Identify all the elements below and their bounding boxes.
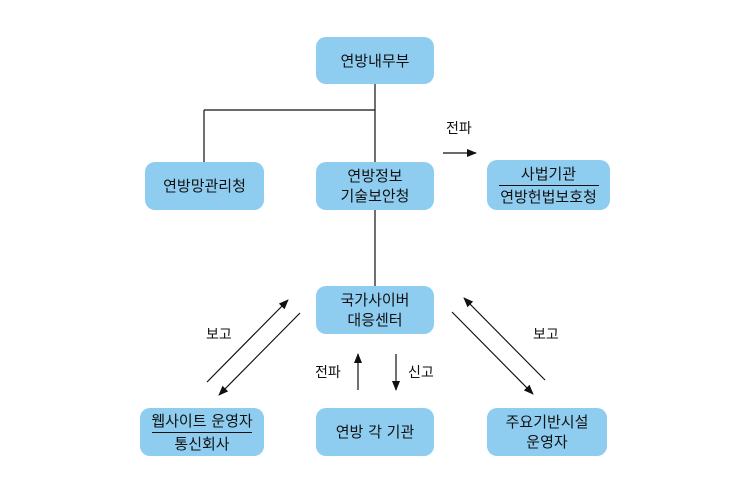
label-report-right: 보고 [533,327,559,343]
node-cyber-center-line2: 대응센터 [347,311,403,329]
label-propagate-top: 전파 [446,121,472,137]
label-propagate-mid: 전파 [315,365,341,381]
node-bsi-line2: 기술보안청 [340,187,410,205]
node-judiciary-line1: 사법기관 [520,164,577,183]
label-declare-mid: 신고 [408,365,434,381]
node-network-agency: 연방망관리청 [145,162,264,210]
node-cyber-center: 국가사이버 대응센터 [316,286,434,334]
node-infrastructure: 주요기반시설 운영자 [487,408,607,456]
node-federal-agencies-label: 연방 각 기관 [335,423,415,441]
node-judiciary-divider [498,184,599,186]
node-network-agency-label: 연방망관리청 [163,177,246,195]
node-web-operators: 웹사이트 운영자 통신회사 [140,408,264,456]
node-interior-ministry-label: 연방내무부 [340,51,410,70]
node-interior-ministry: 연방내무부 [316,37,434,84]
label-report-left: 보고 [206,327,232,343]
arrow-left-down [218,312,301,396]
node-judiciary: 사법기관 연방헌법보호청 [487,160,610,210]
node-infrastructure-line2: 운영자 [526,433,568,451]
node-judiciary-line2: 연방헌법보호청 [500,187,597,206]
node-infrastructure-line1: 주요기반시설 [505,413,589,431]
arrow-report-right-up [463,297,546,381]
node-bsi: 연방정보 기술보안청 [316,162,434,210]
node-web-operators-divider [152,431,252,433]
arrow-report-left-up [206,299,289,383]
arrow-right-down [451,311,534,395]
node-web-operators-line2: 통신회사 [174,434,230,453]
node-web-operators-line1: 웹사이트 운영자 [151,411,253,430]
node-federal-agencies: 연방 각 기관 [316,408,434,456]
node-cyber-center-line1: 국가사이버 [340,291,410,309]
node-bsi-line1: 연방정보 [347,167,403,185]
